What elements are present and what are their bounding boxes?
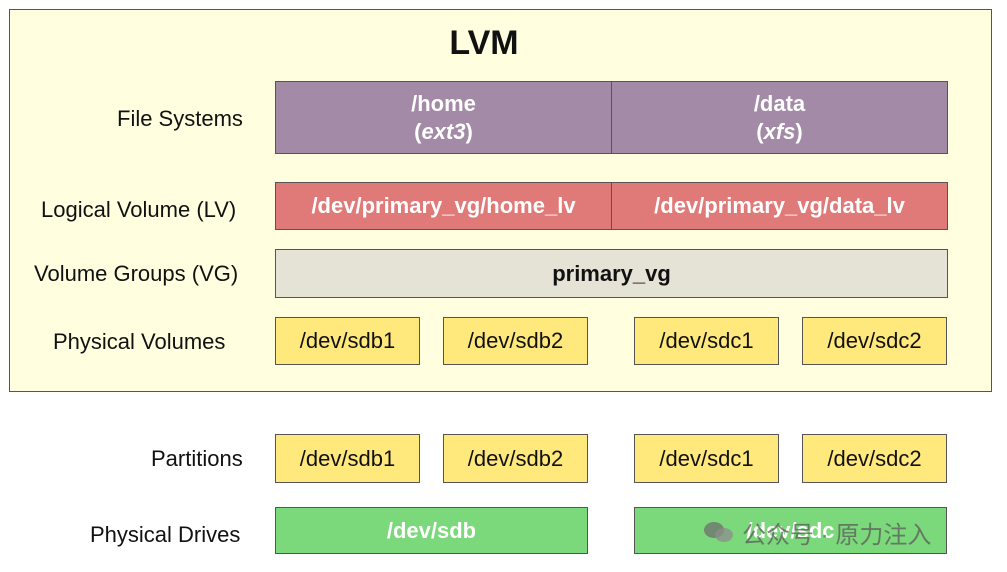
file-system-mount: /data	[753, 90, 806, 116]
label-logical-volume: Logical Volume (LV)	[41, 197, 237, 222]
wechat-icon	[704, 520, 734, 544]
volume-group: primary_vg	[275, 249, 948, 298]
file-system-type-line: (xfs)	[756, 118, 803, 144]
label-physical-volumes: Physical Volumes	[53, 329, 226, 354]
logical-volume-data: /dev/primary_vg/data_lv	[611, 182, 948, 230]
file-system-home: /home (ext3)	[275, 81, 612, 154]
label-partitions: Partitions	[151, 446, 243, 471]
watermark-text: 公众号 · 原力注入	[742, 521, 932, 549]
label-physical-drives: Physical Drives	[90, 522, 241, 547]
physical-drive-sdc: /dev/sdc	[634, 507, 947, 554]
physical-volume: /dev/sdb2	[443, 317, 588, 365]
file-system-data: /data (xfs)	[611, 81, 948, 154]
file-system-type: ext3	[421, 118, 466, 144]
watermark: 公众号 · 原力注入	[704, 514, 931, 550]
file-system-type-line: (ext3)	[414, 118, 473, 144]
physical-drive-sdb: /dev/sdb	[275, 507, 588, 554]
physical-volume: /dev/sdc2	[802, 317, 947, 365]
partition: /dev/sdb1	[275, 434, 420, 483]
physical-volume: /dev/sdc1	[634, 317, 779, 365]
partition: /dev/sdb2	[443, 434, 588, 483]
physical-volume: /dev/sdb1	[275, 317, 420, 365]
diagram-title: LVM	[449, 24, 519, 62]
file-system-type: xfs	[763, 118, 796, 144]
logical-volume-home: /dev/primary_vg/home_lv	[275, 182, 612, 230]
file-system-mount: /home	[411, 90, 476, 116]
partition: /dev/sdc1	[634, 434, 779, 483]
partition: /dev/sdc2	[802, 434, 947, 483]
label-file-systems: File Systems	[117, 106, 243, 131]
label-volume-groups: Volume Groups (VG)	[34, 261, 239, 286]
